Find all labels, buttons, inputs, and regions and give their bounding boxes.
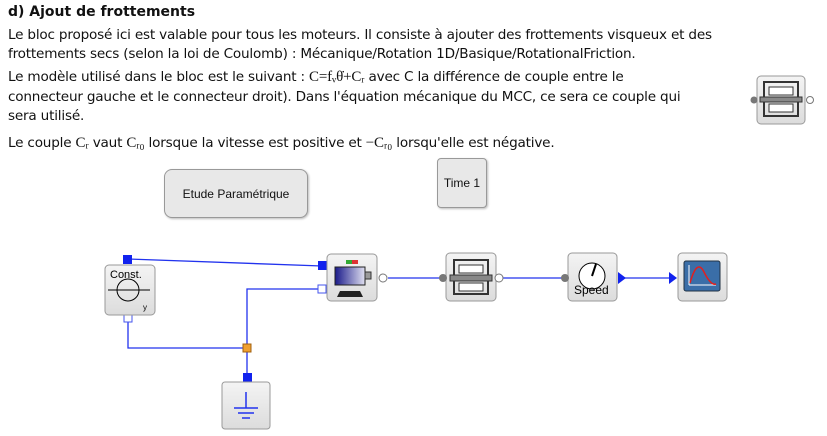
motor-input-port — [318, 261, 327, 270]
motor-input-port-2 — [317, 284, 327, 294]
speed-sensor-block[interactable] — [561, 252, 626, 302]
paragraph-line: connecteur gauche et le connecteur droit… — [8, 89, 681, 105]
text: lorsqu'elle est négative. — [392, 135, 555, 151]
const-output-port — [123, 255, 132, 264]
text: Le modèle utilisé dans le bloc est le su… — [8, 69, 310, 85]
ground-block[interactable] — [221, 381, 271, 430]
paragraph-line: sera utilisé. — [8, 108, 85, 124]
symbol: Cᵣ₀ — [126, 135, 145, 151]
paragraph-line: Le couple Cᵣ vaut Cᵣ₀ lorsque la vitesse… — [8, 135, 555, 152]
const-label: Const. — [110, 269, 142, 281]
time-block[interactable]: Time 1 — [437, 158, 487, 208]
scope-block[interactable] — [669, 252, 728, 302]
dc-motor-block[interactable] — [326, 253, 388, 302]
speed-label: Speed — [574, 283, 609, 297]
text: vaut — [88, 135, 127, 151]
rotational-friction-block[interactable] — [439, 252, 504, 302]
parametric-study-button[interactable]: Etude Paramétrique — [164, 169, 308, 218]
symbol: Cᵣ — [75, 135, 89, 151]
paragraph-line: Le bloc proposé ici est valable pour tou… — [8, 27, 712, 43]
equation: C=fᵥθ̇+Cᵣ — [309, 69, 365, 85]
text: avec C la différence de couple entre le — [364, 69, 624, 85]
text: Le couple — [8, 135, 76, 151]
junction-point — [242, 343, 252, 353]
ground-port — [243, 373, 252, 382]
paragraph-line: frottements secs (selon la loi de Coulom… — [8, 46, 636, 62]
text: lorsque la vitesse est positive et — [144, 135, 366, 151]
wires — [127, 258, 670, 378]
const-block[interactable] — [104, 264, 156, 316]
friction-block-icon — [750, 75, 814, 125]
section-heading: d) Ajout de frottements — [8, 4, 196, 20]
const-sub-label: y — [143, 303, 147, 312]
symbol: −Cᵣ₀ — [365, 135, 393, 151]
paragraph-line: Le modèle utilisé dans le bloc est le su… — [8, 69, 624, 86]
